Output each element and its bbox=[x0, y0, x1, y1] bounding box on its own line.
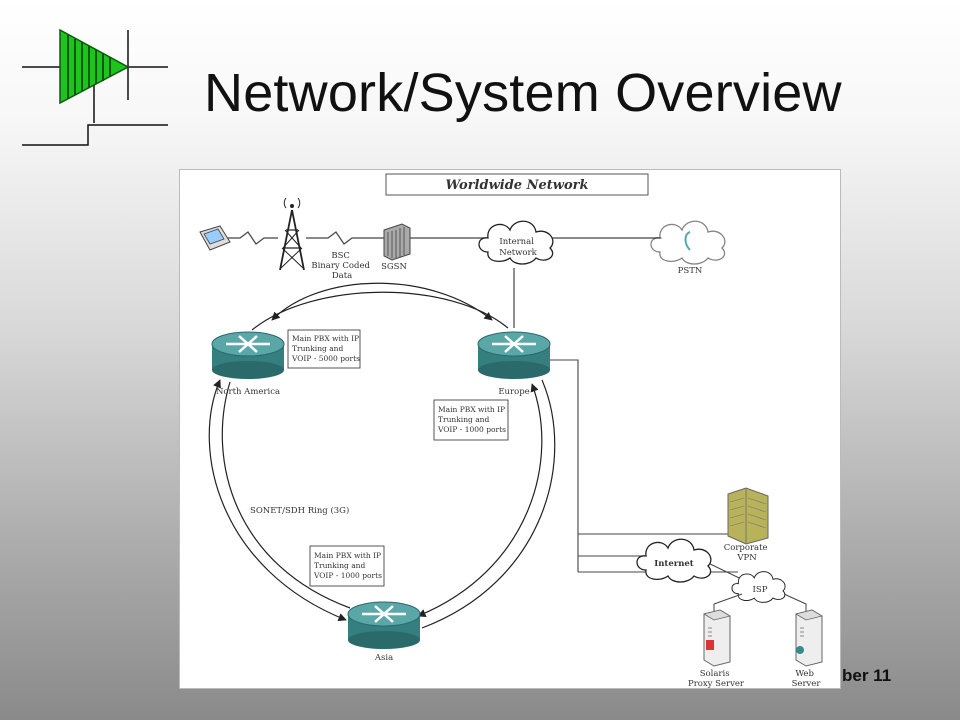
mobile-phone-icon bbox=[199, 225, 231, 251]
solaris-server-icon bbox=[703, 609, 731, 667]
corporate-vpn-label: Corporate VPN bbox=[724, 543, 771, 563]
diagram-heading: Worldwide Network bbox=[446, 178, 589, 193]
bsc-label: BSC Binary Coded Data bbox=[311, 251, 372, 281]
server-rack-icon bbox=[383, 223, 411, 261]
asia-label: Asia bbox=[374, 653, 393, 663]
ring-label: SONET/SDH Ring (3G) bbox=[250, 505, 349, 516]
pstn-label: PSTN bbox=[678, 266, 703, 276]
north-america-router-icon bbox=[210, 330, 286, 381]
isp-label: ISP bbox=[753, 585, 768, 595]
internet-label: Internet bbox=[654, 559, 694, 569]
network-diagram: Worldwide Network BSC Binary Coded Data bbox=[180, 170, 840, 688]
web-server-label: Web Server bbox=[792, 669, 822, 688]
sgsn-label: SGSN bbox=[381, 262, 407, 272]
pbx-note-north-america: Main PBX with IP Trunking and VOIP - 500… bbox=[291, 334, 362, 363]
slide-title: Network/System Overview bbox=[204, 63, 842, 123]
building-icon bbox=[727, 487, 769, 545]
asia-router-icon bbox=[346, 600, 422, 651]
company-logo bbox=[22, 28, 168, 146]
web-server-icon bbox=[795, 609, 823, 667]
slide-footer-fragment: ber 11 bbox=[842, 666, 892, 685]
north-america-label: North America bbox=[216, 387, 280, 397]
pstn-cloud-icon bbox=[650, 220, 726, 265]
pbx-note-asia: Main PBX with IP Trunking and VOIP - 100… bbox=[313, 551, 384, 580]
pbx-note-europe: Main PBX with IP Trunking and VOIP - 100… bbox=[437, 405, 508, 434]
solaris-label: Solaris Proxy Server bbox=[688, 669, 745, 688]
europe-label: Europe bbox=[498, 387, 529, 397]
internal-network-label: Internal Network bbox=[499, 237, 537, 258]
europe-router-icon bbox=[476, 330, 552, 381]
cell-tower-icon bbox=[279, 197, 305, 271]
